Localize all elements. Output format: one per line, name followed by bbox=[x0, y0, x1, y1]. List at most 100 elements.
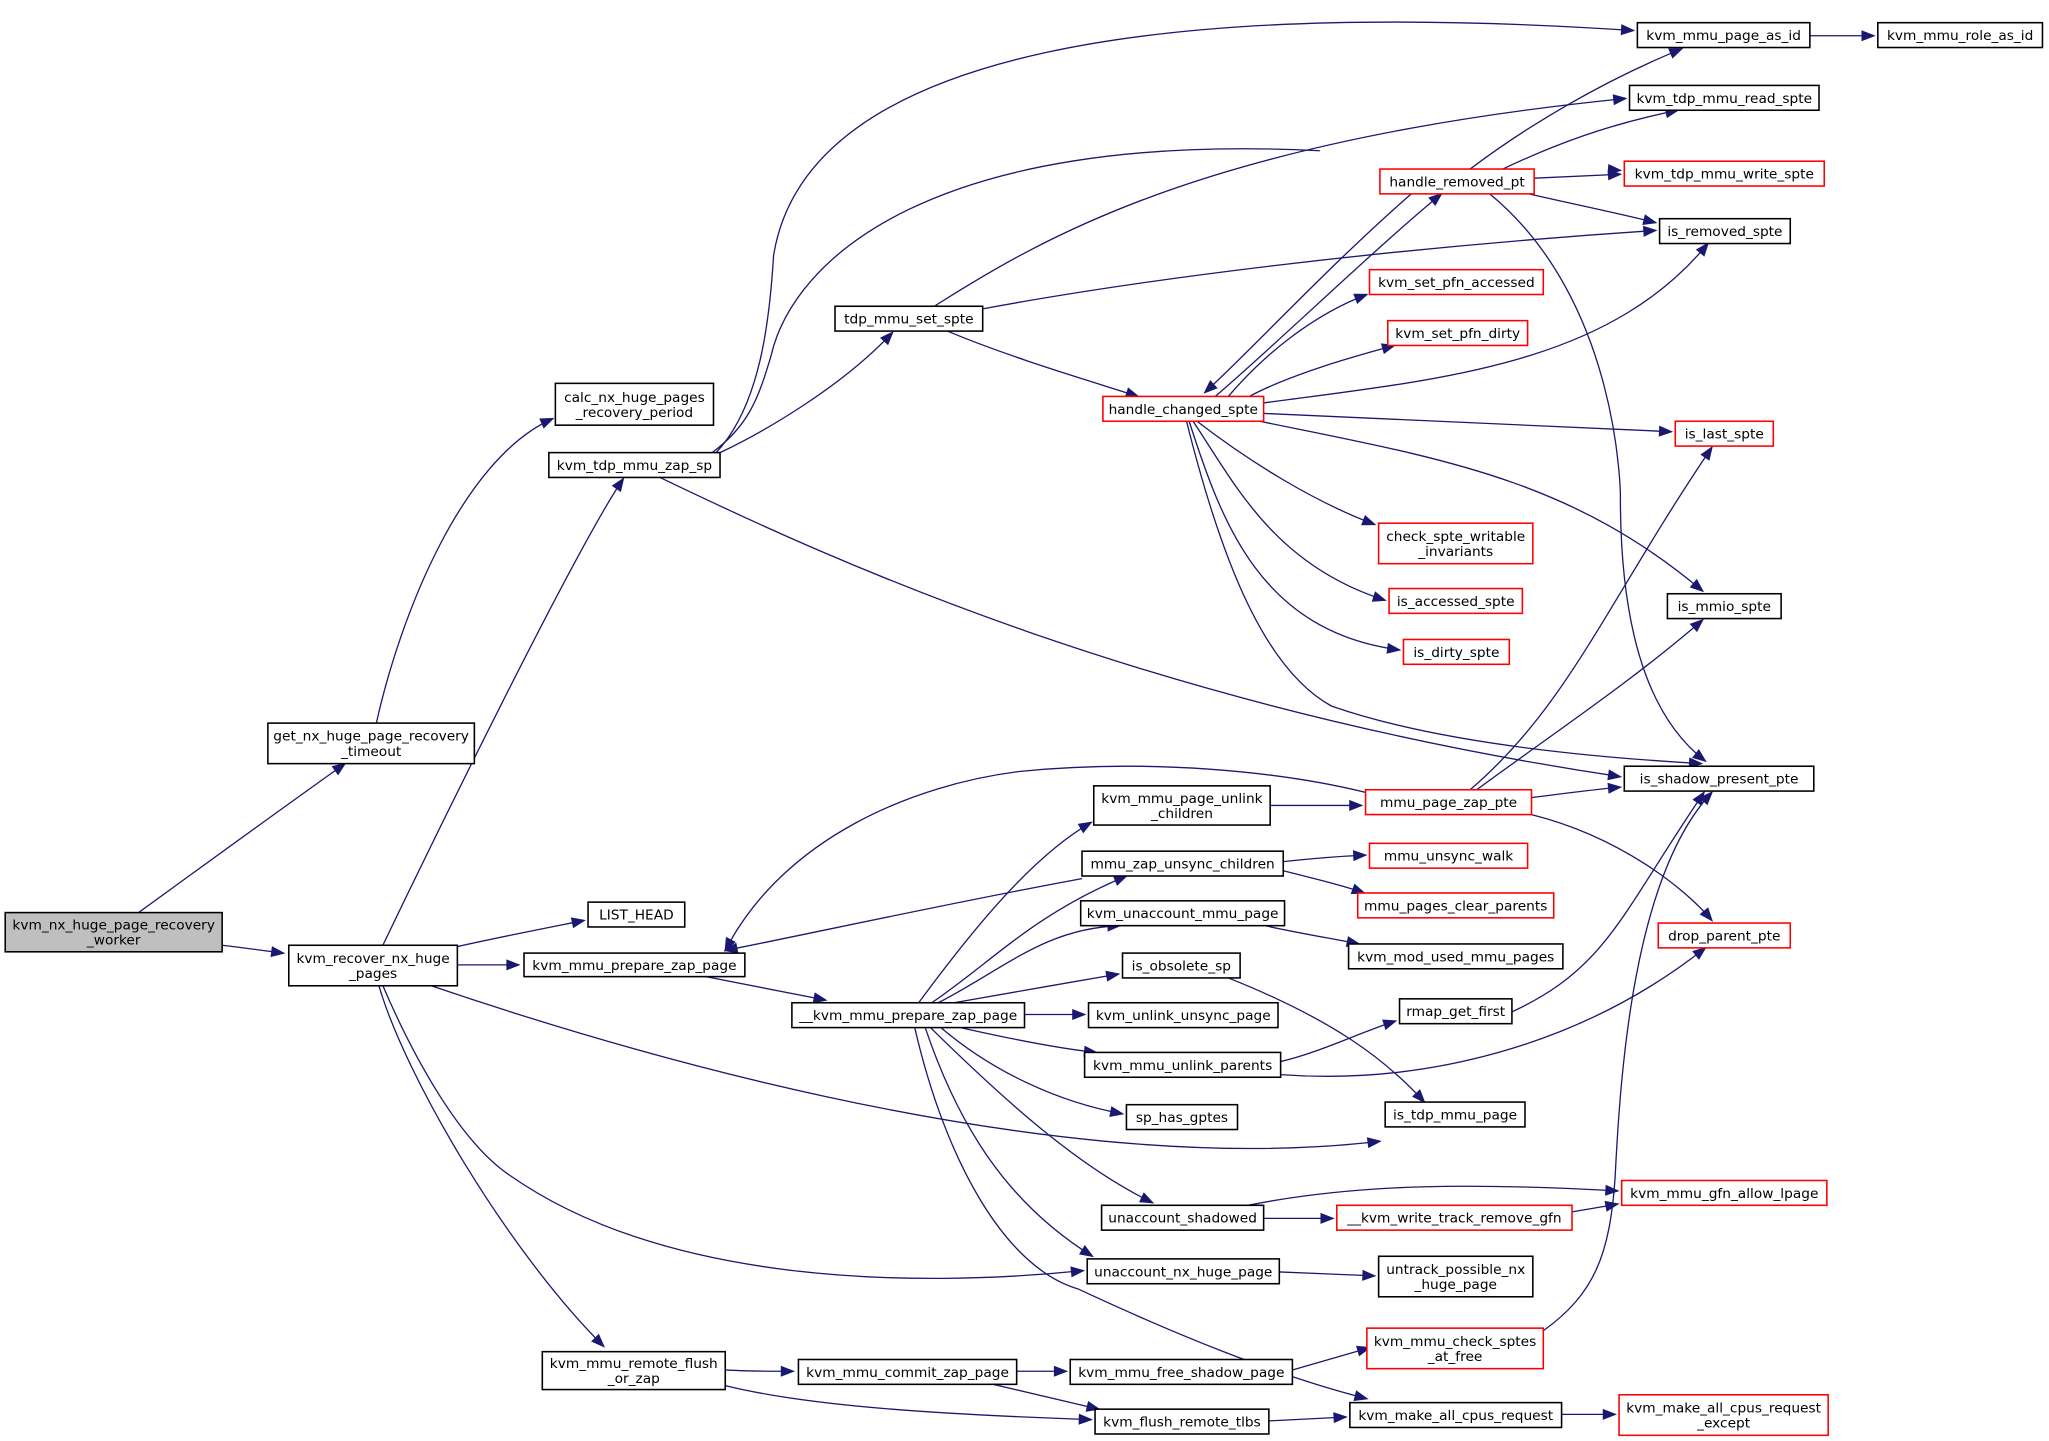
node-gfn-allow[interactable]: kvm_mmu_gfn_allow_lpage bbox=[1620, 1179, 1828, 1207]
arrowhead-icon bbox=[1366, 1137, 1382, 1149]
node-zap-pte[interactable]: mmu_page_zap_pte bbox=[1364, 788, 1533, 816]
edge-handle_removed-to-is_present bbox=[1489, 193, 1707, 763]
node-get-timeout[interactable]: get_nx_huge_page_recovery_timeout bbox=[267, 722, 476, 765]
edge-line bbox=[1228, 977, 1425, 1103]
node-read-spte[interactable]: kvm_tdp_mmu_read_spte bbox=[1628, 84, 1820, 112]
node-box bbox=[1364, 788, 1533, 816]
node-box bbox=[1366, 1327, 1545, 1370]
edge-line bbox=[929, 1027, 1153, 1204]
node-label: drop_parent_pte bbox=[1668, 928, 1780, 944]
node-unlink-children[interactable]: kvm_mmu_page_unlink_children bbox=[1092, 785, 1271, 826]
arrowhead-icon bbox=[1353, 1390, 1369, 1402]
node-prep-zap[interactable]: kvm_mmu_prepare_zap_page bbox=[523, 952, 746, 978]
node-zap-unsync[interactable]: mmu_zap_unsync_children bbox=[1081, 850, 1285, 877]
edge-line bbox=[1264, 925, 1360, 945]
node-label: untrack_possible_nx bbox=[1386, 1262, 1525, 1278]
node-is-removed[interactable]: is_removed_spte bbox=[1658, 217, 1792, 245]
node-remote-flush[interactable]: kvm_mmu_remote_flush_or_zap bbox=[541, 1350, 727, 1391]
node-box bbox=[1623, 160, 1826, 187]
edge-make_all-to-make_all_except bbox=[1561, 1408, 1617, 1420]
node-list-head[interactable]: LIST_HEAD bbox=[587, 901, 686, 928]
node-set-pfn-dirty[interactable]: kvm_set_pfn_dirty bbox=[1386, 319, 1529, 347]
node-write-spte[interactable]: kvm_tdp_mmu_write_spte bbox=[1623, 160, 1826, 187]
node-label: is_last_spte bbox=[1685, 427, 1764, 443]
edge-line bbox=[1279, 1271, 1375, 1277]
edge-line bbox=[982, 229, 1656, 310]
node-handle-removed[interactable]: handle_removed_pt bbox=[1379, 168, 1535, 195]
edge-zap_pte-to-is_present bbox=[1531, 782, 1623, 799]
node-write-track[interactable]: __kvm_write_track_remove_gfn bbox=[1336, 1204, 1573, 1231]
node-commit-zap[interactable]: kvm_mmu_commit_zap_page bbox=[797, 1358, 1018, 1386]
node-is-last[interactable]: is_last_spte bbox=[1674, 420, 1775, 447]
arrowhead-icon bbox=[1861, 30, 1876, 42]
node-check-writable[interactable]: check_spte_writable_invariants bbox=[1377, 522, 1534, 565]
node-calc-period[interactable]: calc_nx_huge_pages_recovery_period bbox=[554, 382, 715, 426]
node-worker[interactable]: kvm_nx_huge_page_recovery_worker bbox=[4, 911, 223, 953]
node-box bbox=[1087, 1001, 1279, 1029]
edge-line bbox=[1469, 447, 1713, 791]
arrowhead-icon bbox=[723, 942, 739, 954]
arrowhead-icon bbox=[1428, 192, 1443, 207]
node-label: kvm_mmu_prepare_zap_page bbox=[532, 958, 736, 974]
node-unacc-shadowed[interactable]: unaccount_shadowed bbox=[1100, 1204, 1265, 1231]
node-clear-parents[interactable]: mmu_pages_clear_parents bbox=[1356, 892, 1555, 919]
node-label: unaccount_shadowed bbox=[1108, 1211, 1257, 1227]
edge-handle_changed-to-is_last bbox=[1263, 412, 1674, 437]
node-unlink-parents[interactable]: kvm_mmu_unlink_parents bbox=[1083, 1051, 1282, 1079]
edge-line bbox=[924, 1027, 1093, 1257]
edge-__prep_zap-to-unlink_unsync bbox=[1024, 1008, 1087, 1021]
node-is-mmio[interactable]: is_mmio_spte bbox=[1666, 592, 1782, 620]
edge-worker-to-get_timeout bbox=[138, 762, 347, 914]
edge-write_track-to-gfn_allow bbox=[1571, 1200, 1620, 1213]
node-box bbox=[1079, 900, 1286, 927]
node-box bbox=[1384, 1101, 1526, 1128]
node-box bbox=[523, 952, 746, 978]
node-is-obsolete[interactable]: is_obsolete_sp bbox=[1121, 952, 1241, 979]
node-unaccount-mmu[interactable]: kvm_unaccount_mmu_page bbox=[1079, 900, 1286, 927]
node-check-sptes[interactable]: kvm_mmu_check_sptes_at_free bbox=[1366, 1327, 1545, 1370]
node-tdp-set-spte[interactable]: tdp_mmu_set_spte bbox=[834, 305, 984, 332]
node-set-pfn-acc[interactable]: kvm_set_pfn_accessed bbox=[1368, 268, 1545, 296]
node---prep-zap[interactable]: __kvm_mmu_prepare_zap_page bbox=[791, 1001, 1026, 1029]
arrowhead-icon bbox=[570, 917, 586, 929]
node-unsync-walk[interactable]: mmu_unsync_walk bbox=[1368, 842, 1529, 869]
edge-line bbox=[1192, 420, 1386, 601]
arrowhead-icon bbox=[1668, 48, 1684, 59]
edge-line bbox=[1263, 412, 1672, 433]
edge-line bbox=[1214, 193, 1442, 397]
node-is-accessed[interactable]: is_accessed_spte bbox=[1388, 587, 1524, 615]
node-tdp-zap-sp[interactable]: kvm_tdp_mmu_zap_sp bbox=[548, 451, 721, 479]
arrowhead-icon bbox=[270, 946, 286, 958]
edge-handle_changed-to-is_dirty bbox=[1188, 421, 1402, 654]
node-is-dirty[interactable]: is_dirty_spte bbox=[1402, 638, 1511, 666]
node-sp-has-gptes[interactable]: sp_has_gptes bbox=[1125, 1103, 1239, 1131]
node-label: is_removed_spte bbox=[1667, 224, 1782, 240]
node-box bbox=[1100, 1204, 1265, 1231]
node-free-shadow[interactable]: kvm_mmu_free_shadow_page bbox=[1069, 1358, 1294, 1386]
node-flush-tlbs[interactable]: kvm_flush_remote_tlbs bbox=[1094, 1408, 1270, 1435]
arrowhead-icon bbox=[1699, 907, 1714, 922]
node-recover[interactable]: kvm_recover_nx_huge_pages bbox=[288, 944, 459, 987]
node-role-as-id[interactable]: kvm_mmu_role_as_id bbox=[1877, 21, 2044, 49]
node-label: __kvm_mmu_prepare_zap_page bbox=[798, 1008, 1017, 1024]
edge-handle_removed-to-page_as_id bbox=[1469, 48, 1684, 170]
edge-line bbox=[1531, 786, 1621, 799]
edge-handle_changed-to-set_pfn_dirty bbox=[1248, 343, 1397, 398]
node-drop-parent[interactable]: drop_parent_pte bbox=[1657, 922, 1792, 949]
edge-unaccount_mmu-to-mod_used bbox=[1264, 925, 1361, 947]
node-box bbox=[267, 722, 476, 765]
node-make-all[interactable]: kvm_make_all_cpus_request bbox=[1349, 1401, 1563, 1429]
arrowhead-icon bbox=[1695, 242, 1710, 257]
edge-handle_removed-to-write_spte bbox=[1534, 169, 1623, 181]
node-unacc-nx[interactable]: unaccount_nx_huge_page bbox=[1086, 1258, 1281, 1285]
node-unlink-unsync[interactable]: kvm_unlink_unsync_page bbox=[1087, 1001, 1279, 1029]
edge-zap_pte-to-prep_zap bbox=[724, 765, 1366, 953]
node-is-tdp[interactable]: is_tdp_mmu_page bbox=[1384, 1101, 1526, 1128]
node-make-all-except[interactable]: kvm_make_all_cpus_request_except bbox=[1618, 1394, 1829, 1437]
node-handle-changed[interactable]: handle_changed_spte bbox=[1102, 395, 1265, 423]
node-rmap-first[interactable]: rmap_get_first bbox=[1398, 998, 1513, 1025]
node-untrack-nx[interactable]: untrack_possible_nx_huge_page bbox=[1377, 1255, 1534, 1298]
node-is-present[interactable]: is_shadow_present_pte bbox=[1623, 765, 1815, 792]
node-page-as-id[interactable]: kvm_mmu_page_as_id bbox=[1636, 21, 1811, 49]
node-mod-used[interactable]: kvm_mod_used_mmu_pages bbox=[1347, 943, 1564, 970]
